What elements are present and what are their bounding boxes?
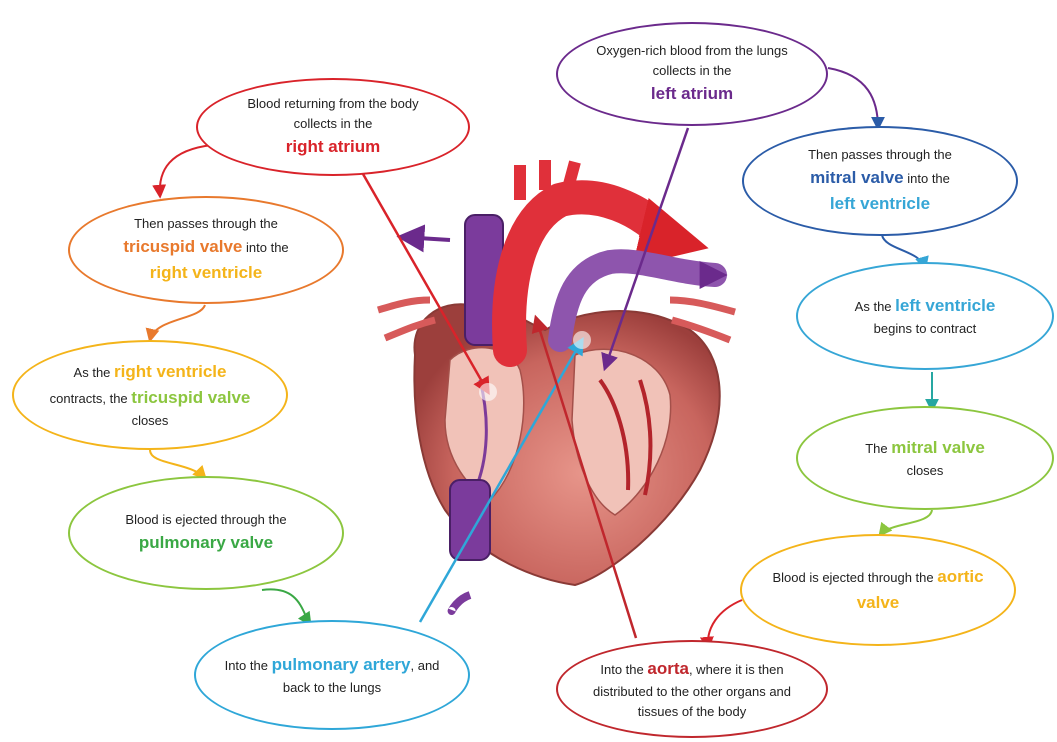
step-pa-highlight: pulmonary artery — [272, 655, 411, 674]
step-mv-highlight: mitral valve — [810, 168, 904, 187]
step-right-atrium-text: Blood returning from the body collects i… — [247, 96, 418, 131]
step-mvc-post: closes — [907, 463, 944, 478]
step-right-atrium: Blood returning from the body collects i… — [196, 78, 470, 176]
step-rv-post: closes — [132, 413, 169, 428]
step-rv-highlight-2: tricuspid valve — [131, 388, 250, 407]
step-aorta: Into the aorta, where it is then distrib… — [556, 640, 828, 738]
connector-4-5 — [262, 589, 310, 624]
step-pv-highlight: pulmonary valve — [139, 533, 273, 552]
step-tricuspid-highlight: tricuspid valve — [123, 237, 242, 256]
step-mv-mid: into the — [907, 171, 950, 186]
step-tricuspid-highlight-2: right ventricle — [150, 263, 262, 282]
step-rv-highlight: right ventricle — [114, 362, 226, 381]
step-rv-text: As the — [74, 365, 111, 380]
connector-6-7 — [828, 68, 878, 128]
step-pulmonary-artery: Into the pulmonary artery, and back to t… — [194, 620, 470, 730]
step-mvc-text: The — [865, 441, 887, 456]
step-mvc-highlight: mitral valve — [891, 438, 985, 457]
connector-1-2 — [160, 145, 212, 196]
step-lv-post: begins to contract — [874, 321, 977, 336]
step-tricuspid-text: Then passes through the — [134, 216, 278, 231]
step-pa-text: Into the — [225, 658, 268, 673]
step-pulmonary-valve: Blood is ejected through the pulmonary v… — [68, 476, 344, 590]
step-mitral-valve: Then passes through the mitral valve int… — [742, 126, 1018, 236]
step-right-ventricle-contracts: As the right ventricle contracts, the tr… — [12, 340, 288, 450]
step-aortic-valve: Blood is ejected through the aortic valv… — [740, 534, 1016, 646]
connector-3-4 — [150, 450, 205, 478]
step-rv-mid: contracts, the — [50, 391, 128, 406]
step-mv-highlight-2: left ventricle — [830, 194, 930, 213]
step-pv-text: Blood is ejected through the — [125, 512, 286, 527]
step-lv-highlight: left ventricle — [895, 296, 995, 315]
step-left-atrium: Oxygen-rich blood from the lungs collect… — [556, 22, 828, 126]
step-mv-text: Then passes through the — [808, 147, 952, 162]
step-lv-text: As the — [855, 299, 892, 314]
step-la-text: Oxygen-rich blood from the lungs collect… — [596, 43, 787, 78]
connector-2-3 — [150, 305, 205, 340]
step-left-ventricle-contracts: As the left ventricle begins to contract — [796, 262, 1054, 370]
step-right-atrium-highlight: right atrium — [286, 137, 380, 156]
step-tricuspid-mid: into the — [246, 240, 289, 255]
step-mitral-valve-closes: The mitral valve closes — [796, 406, 1054, 510]
step-la-highlight: left atrium — [651, 84, 733, 103]
step-av-text: Blood is ejected through the — [772, 570, 933, 585]
step-aorta-highlight: aorta — [647, 659, 689, 678]
step-tricuspid-valve: Then passes through the tricuspid valve … — [68, 196, 344, 304]
step-aorta-text: Into the — [600, 662, 643, 677]
connector-9-10 — [880, 510, 932, 535]
